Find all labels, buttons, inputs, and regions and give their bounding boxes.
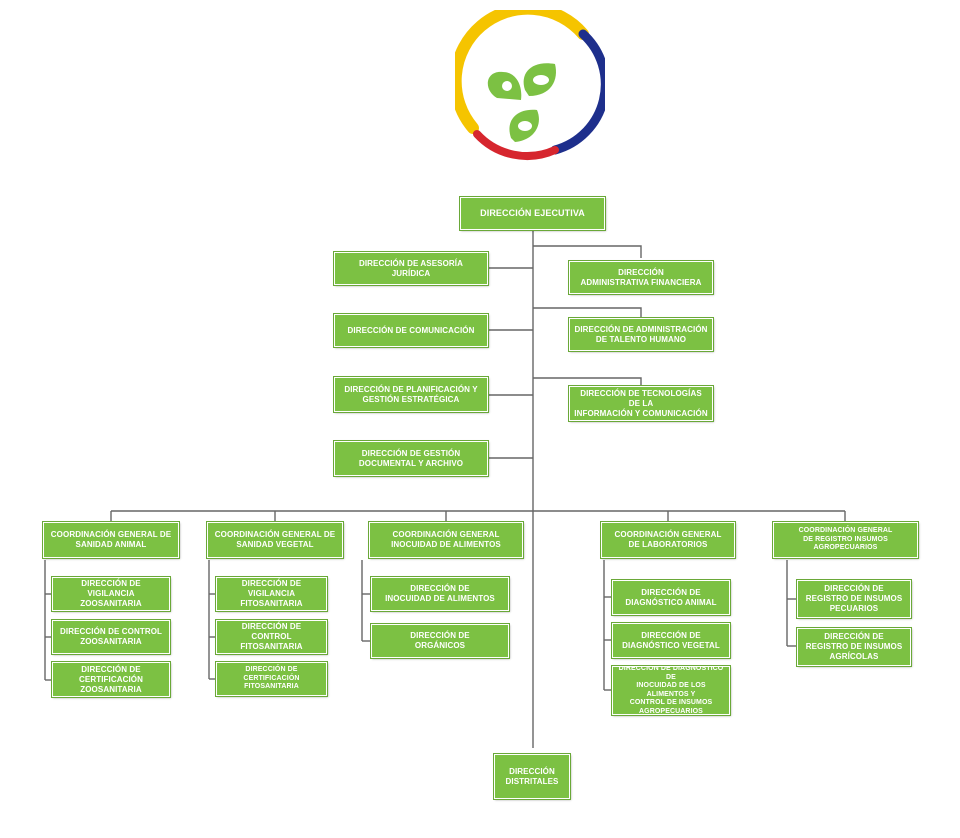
direccion-gestion-documental-box: DIRECCIÓN DE GESTIÓN DOCUMENTAL Y ARCHIV…: [333, 440, 489, 477]
direccion-diagnostico-animal-box: DIRECCIÓN DE DIAGNÓSTICO ANIMAL: [611, 579, 731, 616]
coordinacion-sanidad-vegetal-box: COORDINACIÓN GENERAL DE SANIDAD VEGETAL: [206, 521, 344, 559]
direccion-tecnologias-box: DIRECCIÓN DE TECNOLOGÍAS DE LA INFORMACI…: [568, 385, 714, 422]
direccion-control-fitosanitaria-box: DIRECCIÓN DE CONTROL FITOSANITARIA: [215, 619, 328, 655]
direccion-planificacion-box: DIRECCIÓN DE PLANIFICACIÓN Y GESTIÓN EST…: [333, 376, 489, 413]
direccion-vigilancia-fitosanitaria-box: DIRECCIÓN DE VIGILANCIA FITOSANITARIA: [215, 576, 328, 612]
direccion-asesoria-juridica-box: DIRECCIÓN DE ASESORÍA JURÍDICA: [333, 251, 489, 286]
direccion-certificacion-fitosanitaria-box: DIRECCIÓN DE CERTIFICACIÓN FITOSANITARIA: [215, 661, 328, 697]
coordinacion-sanidad-animal-box: COORDINACIÓN GENERAL DE SANIDAD ANIMAL: [42, 521, 180, 559]
direccion-registro-agricolas-box: DIRECCIÓN DE REGISTRO DE INSUMOS AGRÍCOL…: [796, 627, 912, 667]
logo-agrocalidad-icon: [455, 10, 605, 160]
direccion-comunicacion-box: DIRECCIÓN DE COMUNICACIÓN: [333, 313, 489, 348]
direccion-diagnostico-vegetal-box: DIRECCIÓN DE DIAGNÓSTICO VEGETAL: [611, 622, 731, 659]
coordinacion-inocuidad-alimentos-box: COORDINACIÓN GENERAL INOCUIDAD DE ALIMEN…: [368, 521, 524, 559]
direccion-control-zoosanitaria-box: DIRECCIÓN DE CONTROL ZOOSANITARIA: [51, 619, 171, 655]
direccion-ejecutiva-box: DIRECCIÓN EJECUTIVA: [459, 196, 606, 231]
direccion-inocuidad-alimentos-box: DIRECCIÓN DE INOCUIDAD DE ALIMENTOS: [370, 576, 510, 612]
direccion-vigilancia-zoosanitaria-box: DIRECCIÓN DE VIGILANCIA ZOOSANITARIA: [51, 576, 171, 612]
direccion-diagnostico-inocuidad-box: DIRECCIÓN DE DIAGNÓSTICO DE INOCUIDAD DE…: [611, 665, 731, 716]
direccion-registro-pecuarios-box: DIRECCIÓN DE REGISTRO DE INSUMOS PECUARI…: [796, 579, 912, 619]
direccion-certificacion-zoosanitaria-box: DIRECCIÓN DE CERTIFICACIÓN ZOOSANITARIA: [51, 661, 171, 698]
coordinacion-laboratorios-box: COORDINACIÓN GENERAL DE LABORATORIOS: [600, 521, 736, 559]
direccion-organicos-box: DIRECCIÓN DE ORGÁNICOS: [370, 623, 510, 659]
direccion-distritales-box: DIRECCIÓN DISTRITALES: [493, 753, 571, 800]
coordinacion-registro-insumos-box: COORDINACIÓN GENERAL DE REGISTRO INSUMOS…: [772, 521, 919, 559]
direccion-talento-humano-box: DIRECCIÓN DE ADMINISTRACIÓN DE TALENTO H…: [568, 317, 714, 352]
direccion-administrativa-financiera-box: DIRECCIÓN ADMINISTRATIVA FINANCIERA: [568, 260, 714, 295]
